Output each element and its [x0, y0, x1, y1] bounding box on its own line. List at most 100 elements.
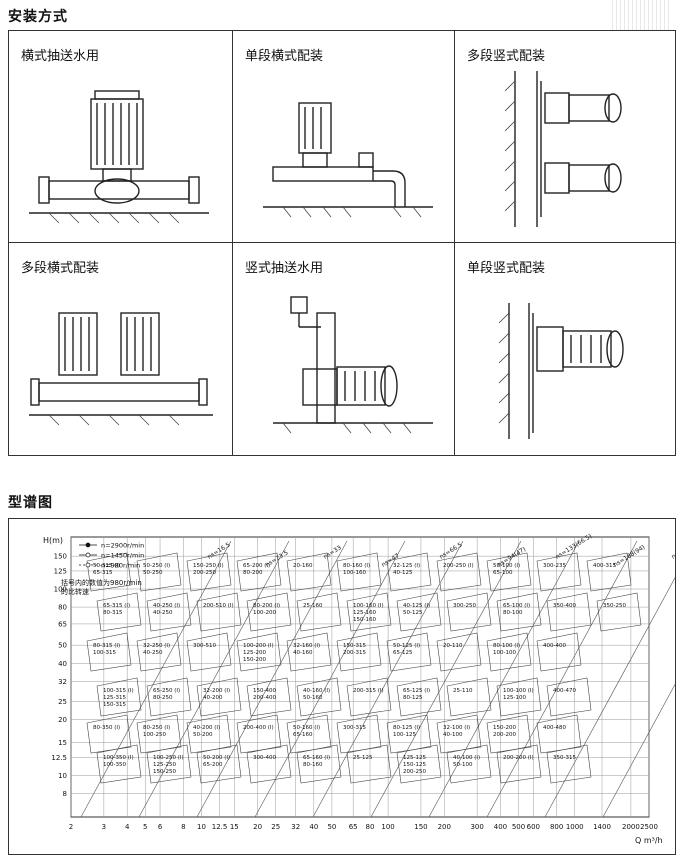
model-label: 32-200 (I)	[203, 688, 230, 694]
x-tick-label: 20	[253, 823, 262, 831]
x-tick-label: 400	[494, 823, 507, 831]
model-label: 150-200	[243, 657, 266, 663]
model-cell	[346, 677, 392, 717]
model-block: 65-200 (I)80-200	[236, 552, 282, 592]
model-block: 80-125 (I)100-125	[386, 714, 432, 754]
model-cell	[146, 744, 192, 784]
model-label: 125-250	[153, 762, 176, 768]
model-block: 50-125 (I)65-125	[386, 632, 432, 672]
model-label: 150-160	[353, 617, 376, 623]
model-label: 40-125	[393, 570, 413, 576]
model-cell	[336, 552, 382, 592]
model-block: 65-100 (I)80-100	[496, 592, 542, 632]
speed-ray	[602, 683, 675, 818]
model-label: 65-200 (I)	[243, 563, 270, 569]
install-grid: 横式抽送水用 单段横式配装	[8, 30, 676, 456]
model-cell	[536, 632, 582, 672]
model-block: 400-315	[586, 552, 632, 592]
model-block: 40-200 (I)50-200	[186, 714, 232, 754]
chart-note: 的比转速	[61, 587, 89, 596]
model-label: 125-125	[403, 755, 426, 761]
model-block: 400-400	[536, 632, 582, 672]
model-label: 150-200	[493, 725, 516, 731]
model-block: 25-125	[346, 744, 392, 784]
model-label: 25-110	[453, 688, 473, 694]
install-label: 单段横式配装	[245, 49, 324, 64]
model-block: 50-315 (I)65-315	[86, 552, 132, 592]
model-label: 32-250 (I)	[143, 643, 170, 649]
model-block: 300-235	[536, 552, 582, 592]
model-block: 400-480	[536, 714, 582, 754]
x-tick-label: 32	[291, 823, 300, 831]
x-axis-label: Q m³/h	[635, 836, 663, 845]
model-block: 300-250	[446, 592, 492, 632]
model-cell	[396, 592, 442, 632]
model-label: 65-160	[293, 732, 313, 738]
x-tick-label: 800	[550, 823, 563, 831]
x-tick-label: 12.5	[212, 823, 228, 831]
model-cell	[236, 632, 282, 672]
model-label: 150-250 (I)	[193, 563, 224, 569]
model-label: 200-250	[193, 570, 216, 576]
install-cell-2: 单段横式配装	[233, 31, 455, 243]
model-cell	[246, 592, 292, 632]
model-label: 50-315 (I)	[93, 563, 120, 569]
model-block: 80-350 (I)	[86, 714, 132, 754]
model-cell	[486, 552, 532, 592]
model-block: 350-400	[546, 592, 592, 632]
model-label: 50-125 (I)	[393, 643, 420, 649]
model-block: 80-100 (I)100-100	[486, 632, 532, 672]
x-tick-label: 25	[271, 823, 280, 831]
model-label: 100-160	[343, 570, 366, 576]
model-cell	[496, 744, 542, 784]
install-cell-4: 多段横式配装	[9, 243, 233, 455]
y-tick-label: 15	[58, 739, 67, 747]
model-cell	[346, 744, 392, 784]
model-block: 50-200 (I)65-200	[196, 744, 242, 784]
model-cell	[436, 714, 482, 754]
model-block: 80-200 (I)100-200	[246, 592, 292, 632]
model-block: 200-315 (I)	[346, 677, 392, 717]
model-block: 25-110	[446, 677, 492, 717]
model-label: 40-250	[153, 610, 173, 616]
y-tick-label: 8	[63, 790, 67, 798]
model-block: 20-110	[436, 632, 482, 672]
model-block: 200-400 (I)	[236, 714, 282, 754]
model-label: 32-125 (I)	[393, 563, 420, 569]
speed-label: ns=266(133)	[670, 534, 675, 561]
model-block: 65-315 (I)80-315	[96, 592, 142, 632]
model-cell	[86, 714, 132, 754]
single-stage-vertical-drawing	[498, 303, 624, 439]
model-block: 32-250 (I)40-250	[136, 632, 182, 672]
model-cell	[196, 592, 242, 632]
model-label: 300-510	[193, 643, 216, 649]
speed-ray	[254, 540, 406, 818]
model-label: 200-200	[493, 732, 516, 738]
speed-ray	[544, 577, 675, 818]
x-tick-label: 65	[349, 823, 358, 831]
model-block: 80-315 (I)100-315	[86, 632, 132, 672]
model-label: 50-100	[453, 762, 473, 768]
model-label: 32-160 (I)	[293, 643, 320, 649]
model-cell	[136, 552, 182, 592]
model-label: 200-400 (I)	[243, 725, 274, 731]
model-cell	[596, 592, 642, 632]
model-cell	[586, 552, 632, 592]
model-label: 80-100 (I)	[493, 643, 520, 649]
model-label: 50-200	[193, 732, 213, 738]
vertical-water-pump-drawing	[273, 296, 433, 434]
model-cell	[86, 632, 132, 672]
install-label: 单段竖式配装	[467, 261, 546, 276]
x-tick-label: 600	[527, 823, 540, 831]
model-block: 32-200 (I)40-200	[196, 677, 242, 717]
model-block: 50-100 (I)65-100	[486, 552, 532, 592]
model-label: 100-200	[253, 610, 276, 616]
x-tick-label: 2500	[640, 823, 658, 831]
model-label: 80-160 (I)	[343, 563, 370, 569]
x-tick-label: 4	[125, 823, 130, 831]
model-block: 80-250 (I)100-250	[136, 714, 182, 754]
legend-marker	[85, 562, 91, 568]
